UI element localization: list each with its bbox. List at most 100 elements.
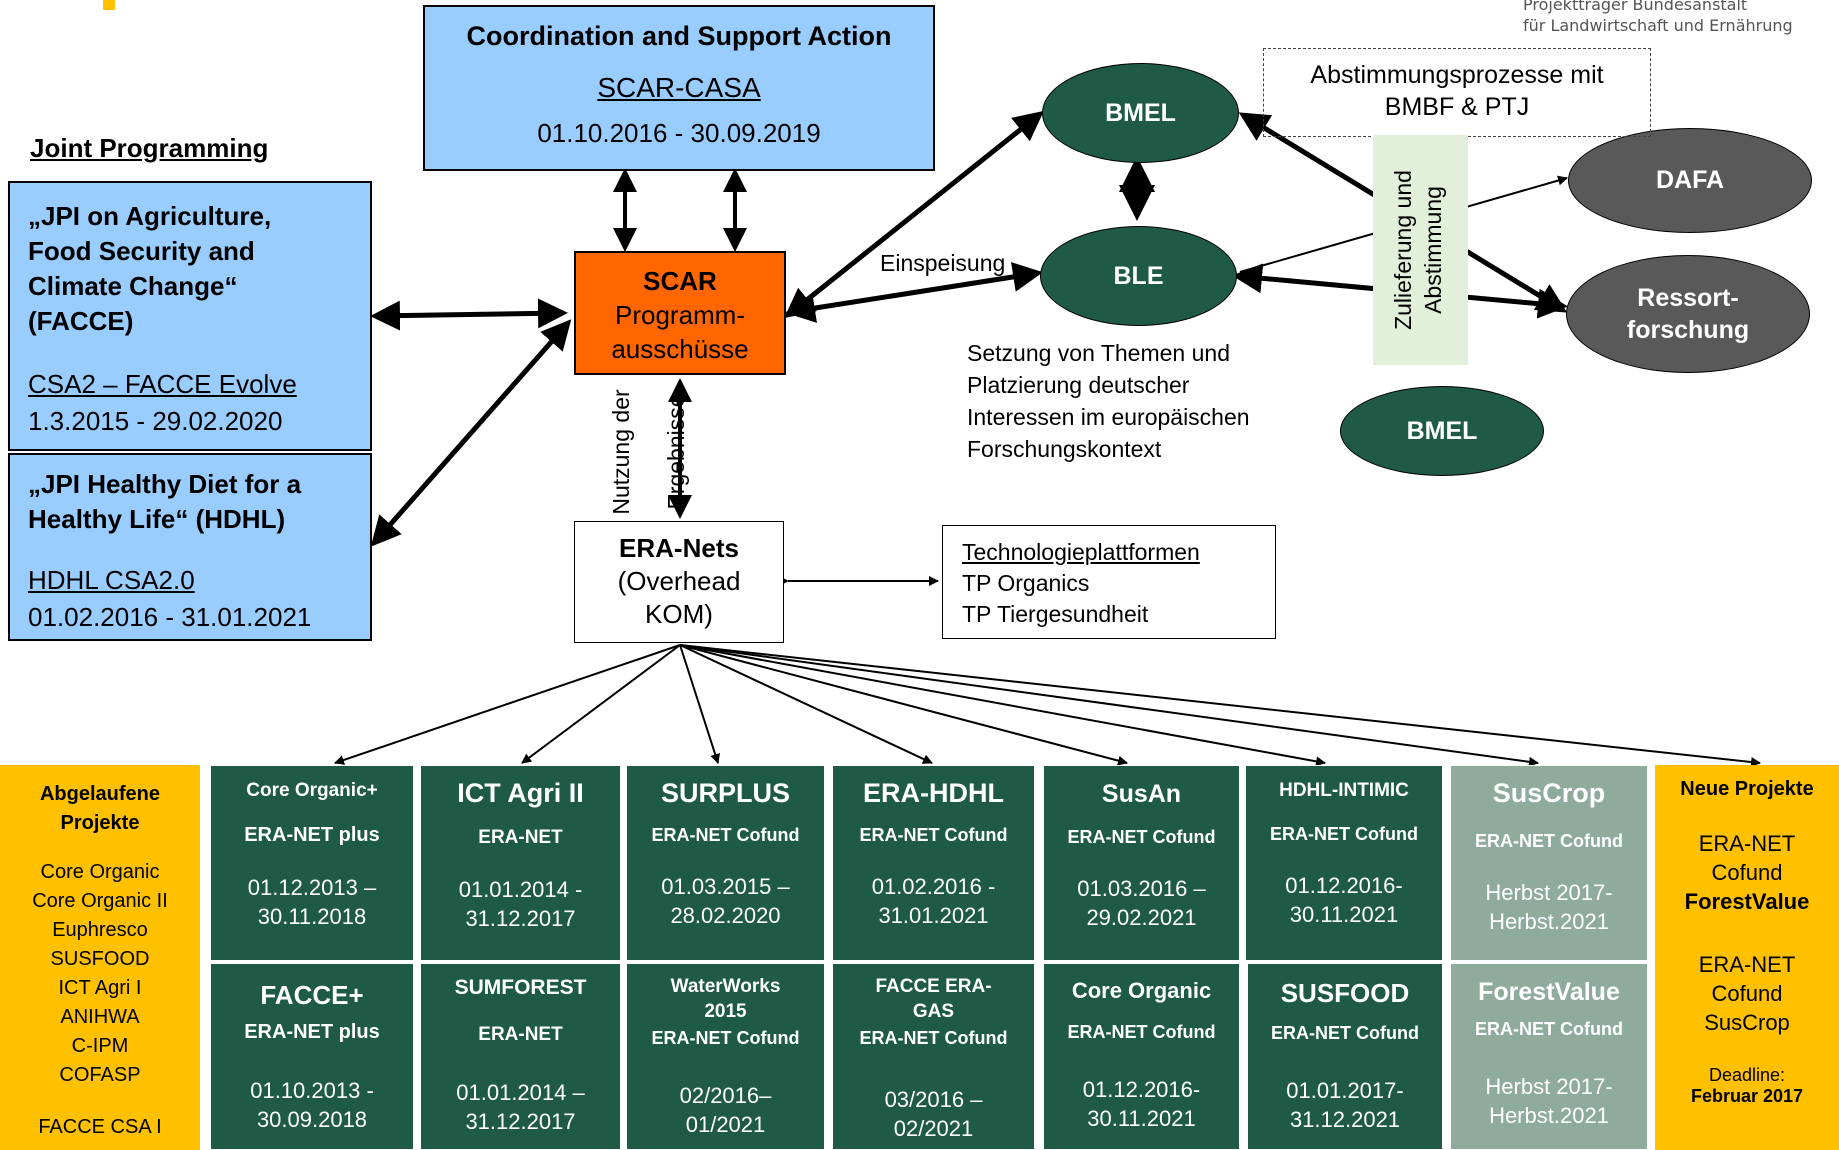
card-type: ERA-NET plus (244, 824, 380, 846)
eranets-box: ERA-Nets (Overhead KOM) (574, 521, 784, 643)
scar-box: SCAR Programm- ausschüsse (574, 251, 786, 375)
neue-title: Neue Projekte (1680, 778, 1814, 800)
tech-line-2: TP Organics (962, 570, 1090, 596)
facce-dates: 1.3.2015 - 29.02.2020 (28, 406, 283, 436)
card-date-start: 01.03.2015 – (661, 874, 790, 899)
nutzung-label: Nutzung der (608, 389, 634, 515)
card-type: ERA-NET Cofund (1475, 1019, 1623, 1039)
card-date-end: 31.12.2017 (465, 906, 576, 931)
neue-p1-line-1: ERA-NET (1698, 831, 1796, 856)
scar-title: SCAR (643, 266, 717, 296)
agency-line-2: für Landwirtschaft und Ernährung (1523, 16, 1793, 35)
card-date-end: 31.12.2017 (465, 1109, 576, 1134)
card-date-end: 30.11.2018 (257, 904, 367, 929)
card-date-end: 29.02.2021 (1086, 905, 1197, 930)
csa-dates: 01.10.2016 - 30.09.2019 (537, 118, 821, 148)
agency-header: Projektträger Bundesanstalt für Landwirt… (1523, 0, 1823, 36)
csa-name: SCAR-CASA (597, 72, 761, 103)
setzung-line-4: Forschungskontext (967, 436, 1162, 462)
card-date-start: 01.03.2016 – (1077, 876, 1206, 901)
hdhl-box: „JPI Healthy Diet for a Healthy Life“ (H… (8, 453, 372, 641)
card-title: SusCrop (1492, 778, 1606, 808)
project-card: SUSFOOD ERA-NET Cofund 01.01.2017- 31.12… (1247, 963, 1443, 1150)
abstimmung-line-1: Abstimmungsprozesse mit (1310, 61, 1604, 89)
abstimmung-box: Abstimmungsprozesse mit BMBF & PTJ (1263, 48, 1651, 137)
card-type: ERA-NET Cofund (1270, 824, 1418, 844)
card-date-end: 31.01.2021 (878, 903, 989, 928)
project-card: FACCE ERA- GAS ERA-NET Cofund 03/2016 – … (832, 963, 1035, 1150)
project-card: ICT Agri II ERA-NET 01.01.2014 - 31.12.2… (420, 765, 621, 961)
card-title: FACCE+ (260, 980, 364, 1010)
zulieferung-text: Zulieferung und Abstimmung (1388, 135, 1452, 365)
ressort-label: Ressort- forschung (1627, 282, 1749, 346)
arrow-facce-scar (370, 298, 568, 331)
card-date-end: 30.11.2021 (1289, 902, 1399, 927)
eranets-line-2: (Overhead (617, 566, 741, 596)
neue-p2-line-2: Cofund (1711, 981, 1783, 1006)
card-date-start: 01.01.2014 - (458, 877, 583, 902)
facce-csa: CSA2 – FACCE Evolve (28, 369, 297, 399)
card-title: ForestValue (1478, 978, 1620, 1006)
card-title: Core Organic+ (246, 780, 378, 801)
card-type: ERA-NET Cofund (859, 1028, 1008, 1048)
card-type: ERA-NET plus (244, 1021, 380, 1043)
deadline-label: Deadline: (1708, 1065, 1786, 1085)
logo-bar (103, 0, 115, 10)
card-date-end: 30.09.2018 (256, 1107, 368, 1132)
project-card: WaterWorks 2015 ERA-NET Cofund 02/2016– … (626, 963, 825, 1150)
card-date-start: 03/2016 – (884, 1087, 983, 1112)
card-type: ERA-NET Cofund (651, 825, 800, 845)
project-card: SUMFOREST ERA-NET 01.01.2014 – 31.12.201… (420, 963, 621, 1150)
project-card: Core Organic ERA-NET Cofund 01.12.2016- … (1043, 963, 1240, 1150)
card-date-start: 01.02.2016 - (871, 874, 996, 899)
ressort-line-1: Ressort- (1637, 284, 1739, 312)
card-title: WaterWorks (670, 976, 781, 997)
card-title: SUSFOOD (1280, 978, 1410, 1008)
abgelaufene-panel: Abgelaufene Projekte Core Organic Core O… (0, 765, 200, 1150)
zulieferung-box (1373, 135, 1468, 365)
project-card: SURPLUS ERA-NET Cofund 01.03.2015 – 28.0… (626, 765, 825, 961)
dafa-label: DAFA (1655, 166, 1725, 194)
ble-label: BLE (1113, 261, 1164, 290)
ergebnisse-label: Ergebnisse (663, 394, 689, 510)
joint-programming-heading: Joint Programming (30, 133, 269, 163)
card-date-start: Herbst 2017- (1485, 1074, 1613, 1099)
eranets-line-3: KOM) (645, 599, 713, 629)
list-item: ICT Agri I (58, 977, 142, 999)
setzung-text: Setzung von Themen und Platzierung deuts… (967, 337, 1250, 465)
card-title: SUMFOREST (454, 976, 587, 999)
project-card: Core Organic+ ERA-NET plus 01.12.2013 – … (210, 765, 414, 961)
hdhl-dates: 01.02.2016 - 31.01.2021 (28, 602, 312, 632)
card-date-start: 01.12.2013 – (247, 875, 377, 900)
facce-line-3: Climate Change“ (28, 271, 238, 301)
bmel-bottom-label: BMEL (1406, 416, 1478, 445)
bmel-top-node: BMEL (1042, 63, 1239, 163)
card-type: ERA-NET Cofund (1067, 1022, 1216, 1042)
neue-panel: Neue Projekte ERA-NET Cofund ForestValue… (1655, 765, 1839, 1150)
facce-title: „JPI on Agriculture, Food Security and C… (28, 199, 370, 339)
project-card: ERA-HDHL ERA-NET Cofund 01.02.2016 - 31.… (832, 765, 1035, 961)
dafa-node: DAFA (1568, 128, 1812, 233)
hdhl-line-1: „JPI Healthy Diet for a (28, 469, 302, 499)
neue-p1-line-2: Cofund (1711, 860, 1783, 885)
abstimmung-line-2: BMBF & PTJ (1384, 93, 1530, 121)
card-date-start: 01.10.2013 - (250, 1078, 374, 1103)
project-card: FACCE+ ERA-NET plus 01.10.2013 - 30.09.2… (210, 963, 414, 1150)
deadline-value: Februar 2017 (1690, 1086, 1804, 1106)
csa-box: Coordination and Support Action SCAR-CAS… (423, 5, 935, 171)
card-title: Core Organic (1071, 978, 1212, 1003)
card-type: ERA-NET Cofund (859, 825, 1008, 845)
hdhl-csa: HDHL CSA2.0 (28, 565, 195, 595)
zulieferung-line-1: Zulieferung und (1390, 170, 1416, 330)
abgelaufene-title-2: Projekte (60, 812, 140, 834)
ble-node: BLE (1040, 226, 1237, 326)
scar-line-2: Programm- (614, 300, 745, 330)
card-date-end: 01/2021 (685, 1112, 766, 1137)
tech-box: Technologieplattformen TP Organics TP Ti… (942, 525, 1276, 639)
list-item: C-IPM (71, 1035, 129, 1057)
card-type: ERA-NET (478, 1024, 563, 1045)
project-card: SusCrop ERA-NET Cofund Herbst 2017- Herb… (1450, 765, 1648, 961)
tech-line-3: TP Tiergesundheit (962, 601, 1149, 627)
ressort-node: Ressort- forschung (1566, 255, 1810, 373)
